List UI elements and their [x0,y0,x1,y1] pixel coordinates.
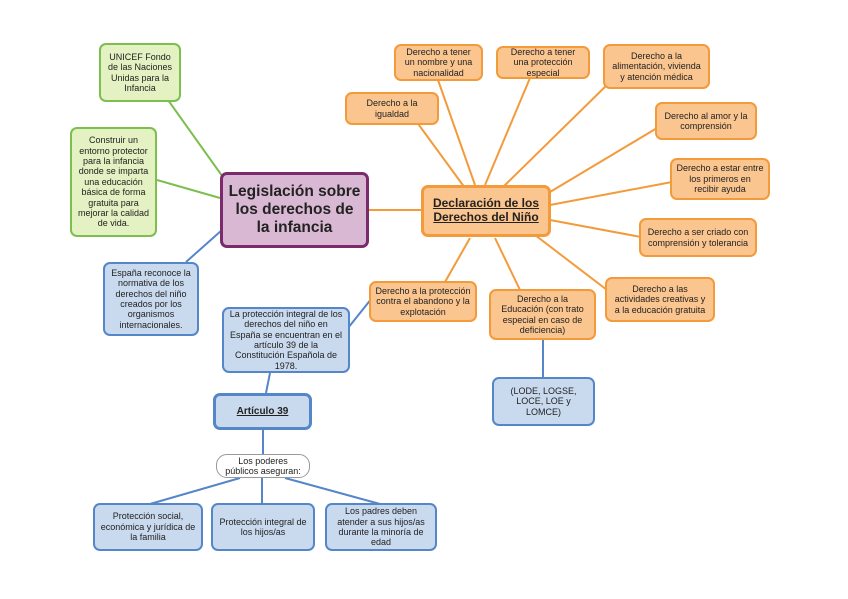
unicef-node: UNICEF Fondo de las Naciones Unidas para… [99,43,181,102]
connector-right-abandono [444,237,471,283]
articulo-39: Artículo 39 [213,393,312,430]
connector-right-proteccion-especial [484,77,531,186]
constitucion-node: La protección integral de los derechos d… [222,307,350,373]
right-abandono: Derecho a la protección contra el abando… [369,281,477,322]
guarantee-node: Los poderes públicos aseguran: [216,454,310,478]
connector-central-espana [185,229,223,263]
connector-abandono-constitucion [347,297,373,329]
connector-right-nombre [437,79,476,186]
guarantee-item-familia: Protección social, económica y jurídica … [93,503,203,551]
guarantee-item-padres: Los padres deben atender a sus hijos/as … [325,503,437,551]
right-tolerancia: Derecho a ser criado con comprensión y t… [639,218,757,257]
connector-right-amor [544,127,658,196]
connector-right-alimentacion [499,81,611,191]
central-topic: Legislación sobre los derechos de la inf… [220,172,369,248]
connector-central-goal [156,179,221,199]
guarantee-item-hijos: Protección integral de los hijos/as [211,503,315,551]
connector-right-educacion [494,237,521,291]
connector-right-primeros [549,181,673,206]
declaracion-title: Declaración de los Derechos del Niño [421,185,551,237]
connector-guarantee-item3 [284,477,381,505]
connector-right-tolerancia [549,219,642,238]
right-educacion: Derecho a la Educación (con trato especi… [489,289,596,340]
connector-guarantee-item1 [149,477,241,505]
right-proteccion-especial: Derecho a tener una protección especial [496,46,590,79]
right-igualdad: Derecho a la igualdad [345,92,439,125]
right-nombre: Derecho a tener un nombre y una nacional… [394,44,483,81]
right-actividades: Derecho a las actividades creativas y a … [605,277,715,322]
unicef-goal: Construir un entorno protector para la i… [70,127,157,237]
education-laws: (LODE, LOGSE, LOCE, LOE y LOMCE) [492,377,595,426]
connector-central-unicef [167,99,226,181]
connector-right-actividades [534,234,608,291]
right-alimentacion: Derecho a la alimentación, vivienda y at… [603,44,710,89]
espana-recognition: España reconoce la normativa de los dere… [103,262,199,336]
connector-constitucion-articulo [265,372,271,394]
right-amor: Derecho al amor y la comprensión [655,102,757,140]
right-primeros: Derecho a estar entre los primeros en re… [670,158,770,200]
